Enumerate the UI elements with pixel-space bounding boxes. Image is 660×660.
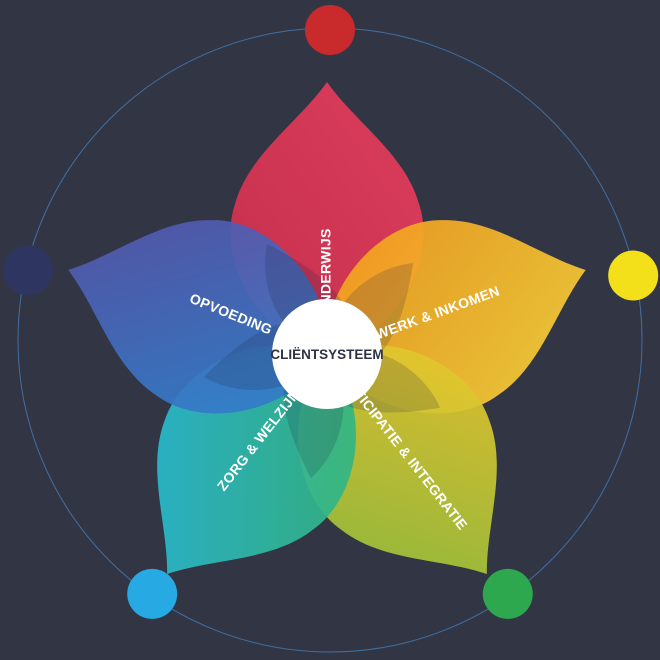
dot-layer (2, 5, 659, 619)
orbit-dot-blue (127, 568, 178, 619)
orbit-dot-red (305, 5, 355, 55)
orbit-dot-yellow (608, 250, 659, 301)
center-label: CLIËNTSYSTEEM (270, 347, 383, 362)
orbit-dot-green (482, 568, 533, 619)
center-circle (272, 299, 382, 409)
orbit-dot-navy (2, 245, 53, 296)
petal-label-onderwijs: ONDERWIJS (318, 228, 334, 315)
petal-opvoeding (68, 220, 328, 414)
